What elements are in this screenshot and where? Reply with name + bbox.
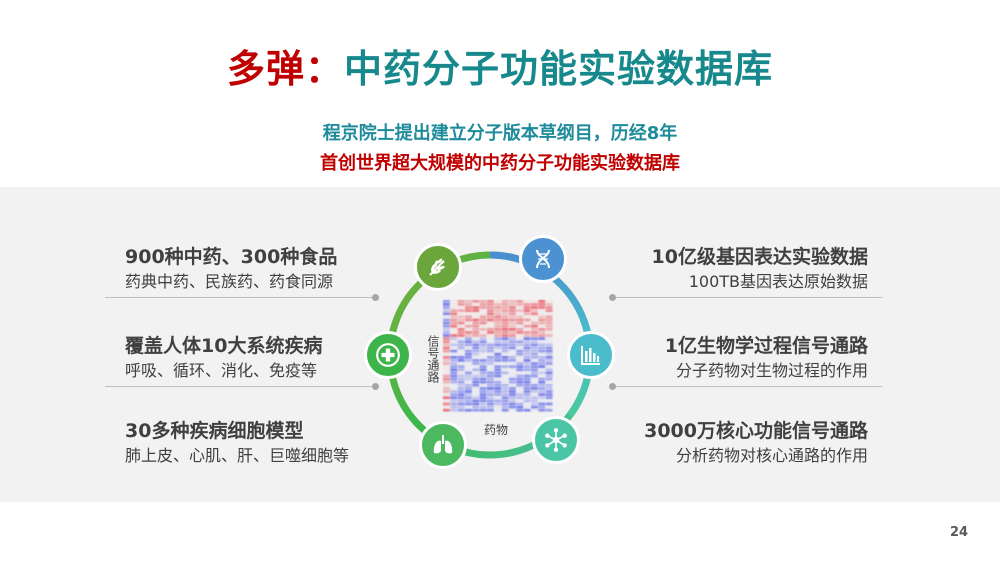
item-detail: 肺上皮、心肌、肝、巨噬细胞等 <box>125 446 350 465</box>
subtitle-2: 首创世界超大规模的中药分子功能实验数据库 <box>320 153 680 174</box>
item-heading: 10亿级基因表达实验数据 <box>651 246 868 268</box>
divider-dot <box>372 383 379 390</box>
right-item-3: 3000万核心功能信号通路分析药物对核心通路的作用 <box>608 419 868 467</box>
item-heading: 覆盖人体10大系统疾病 <box>125 335 323 357</box>
bar-chart-icon <box>567 331 615 379</box>
title-prefix: 多弹： <box>226 47 344 91</box>
left-item-3: 30多种疾病细胞模型肺上皮、心肌、肝、巨噬细胞等 <box>125 419 385 467</box>
heatmap-xlabel: 药物 <box>484 423 509 437</box>
item-heading: 30多种疾病细胞模型 <box>125 420 304 442</box>
subtitle-1: 程京院士提出建立分子版本草纲目，历经8年 <box>322 123 678 144</box>
item-detail: 分子药物对生物过程的作用 <box>675 361 868 380</box>
title-main: 中药分子功能实验数据库 <box>344 47 774 91</box>
heatmap <box>443 300 553 412</box>
left-item-1: 900种中药、300种食品药典中药、民族药、药食同源 <box>125 245 385 293</box>
slide-title: 多弹：中药分子功能实验数据库 <box>0 38 1000 93</box>
left-item-2: 覆盖人体10大系统疾病呼吸、循环、消化、免疫等 <box>125 334 385 382</box>
item-detail: 呼吸、循环、消化、免疫等 <box>125 361 318 380</box>
divider <box>612 297 882 298</box>
divider-dot <box>609 383 616 390</box>
network-icon <box>532 416 580 464</box>
heatmap-ylabel: 信号通路 <box>426 335 440 383</box>
leaf-icon <box>414 243 462 291</box>
dna-icon <box>519 235 567 283</box>
divider <box>105 386 375 387</box>
divider-dot <box>609 294 616 301</box>
divider-dot <box>372 294 379 301</box>
page-number: 24 <box>950 525 969 540</box>
right-item-1: 10亿级基因表达实验数据 100TB基因表达原始数据 <box>608 245 868 293</box>
item-detail: 100TB基因表达原始数据 <box>688 272 868 291</box>
divider <box>105 297 375 298</box>
item-detail: 药典中药、民族药、药食同源 <box>125 272 334 291</box>
right-item-2: 1亿生物学过程信号通路分子药物对生物过程的作用 <box>608 334 868 382</box>
item-heading: 3000万核心功能信号通路 <box>644 420 868 442</box>
item-detail: 分析药物对核心通路的作用 <box>675 446 868 465</box>
item-heading: 1亿生物学过程信号通路 <box>664 335 868 357</box>
divider <box>612 386 882 387</box>
item-heading: 900种中药、300种食品 <box>125 246 338 268</box>
medical-cross-icon <box>364 331 412 379</box>
lungs-icon <box>419 421 467 469</box>
